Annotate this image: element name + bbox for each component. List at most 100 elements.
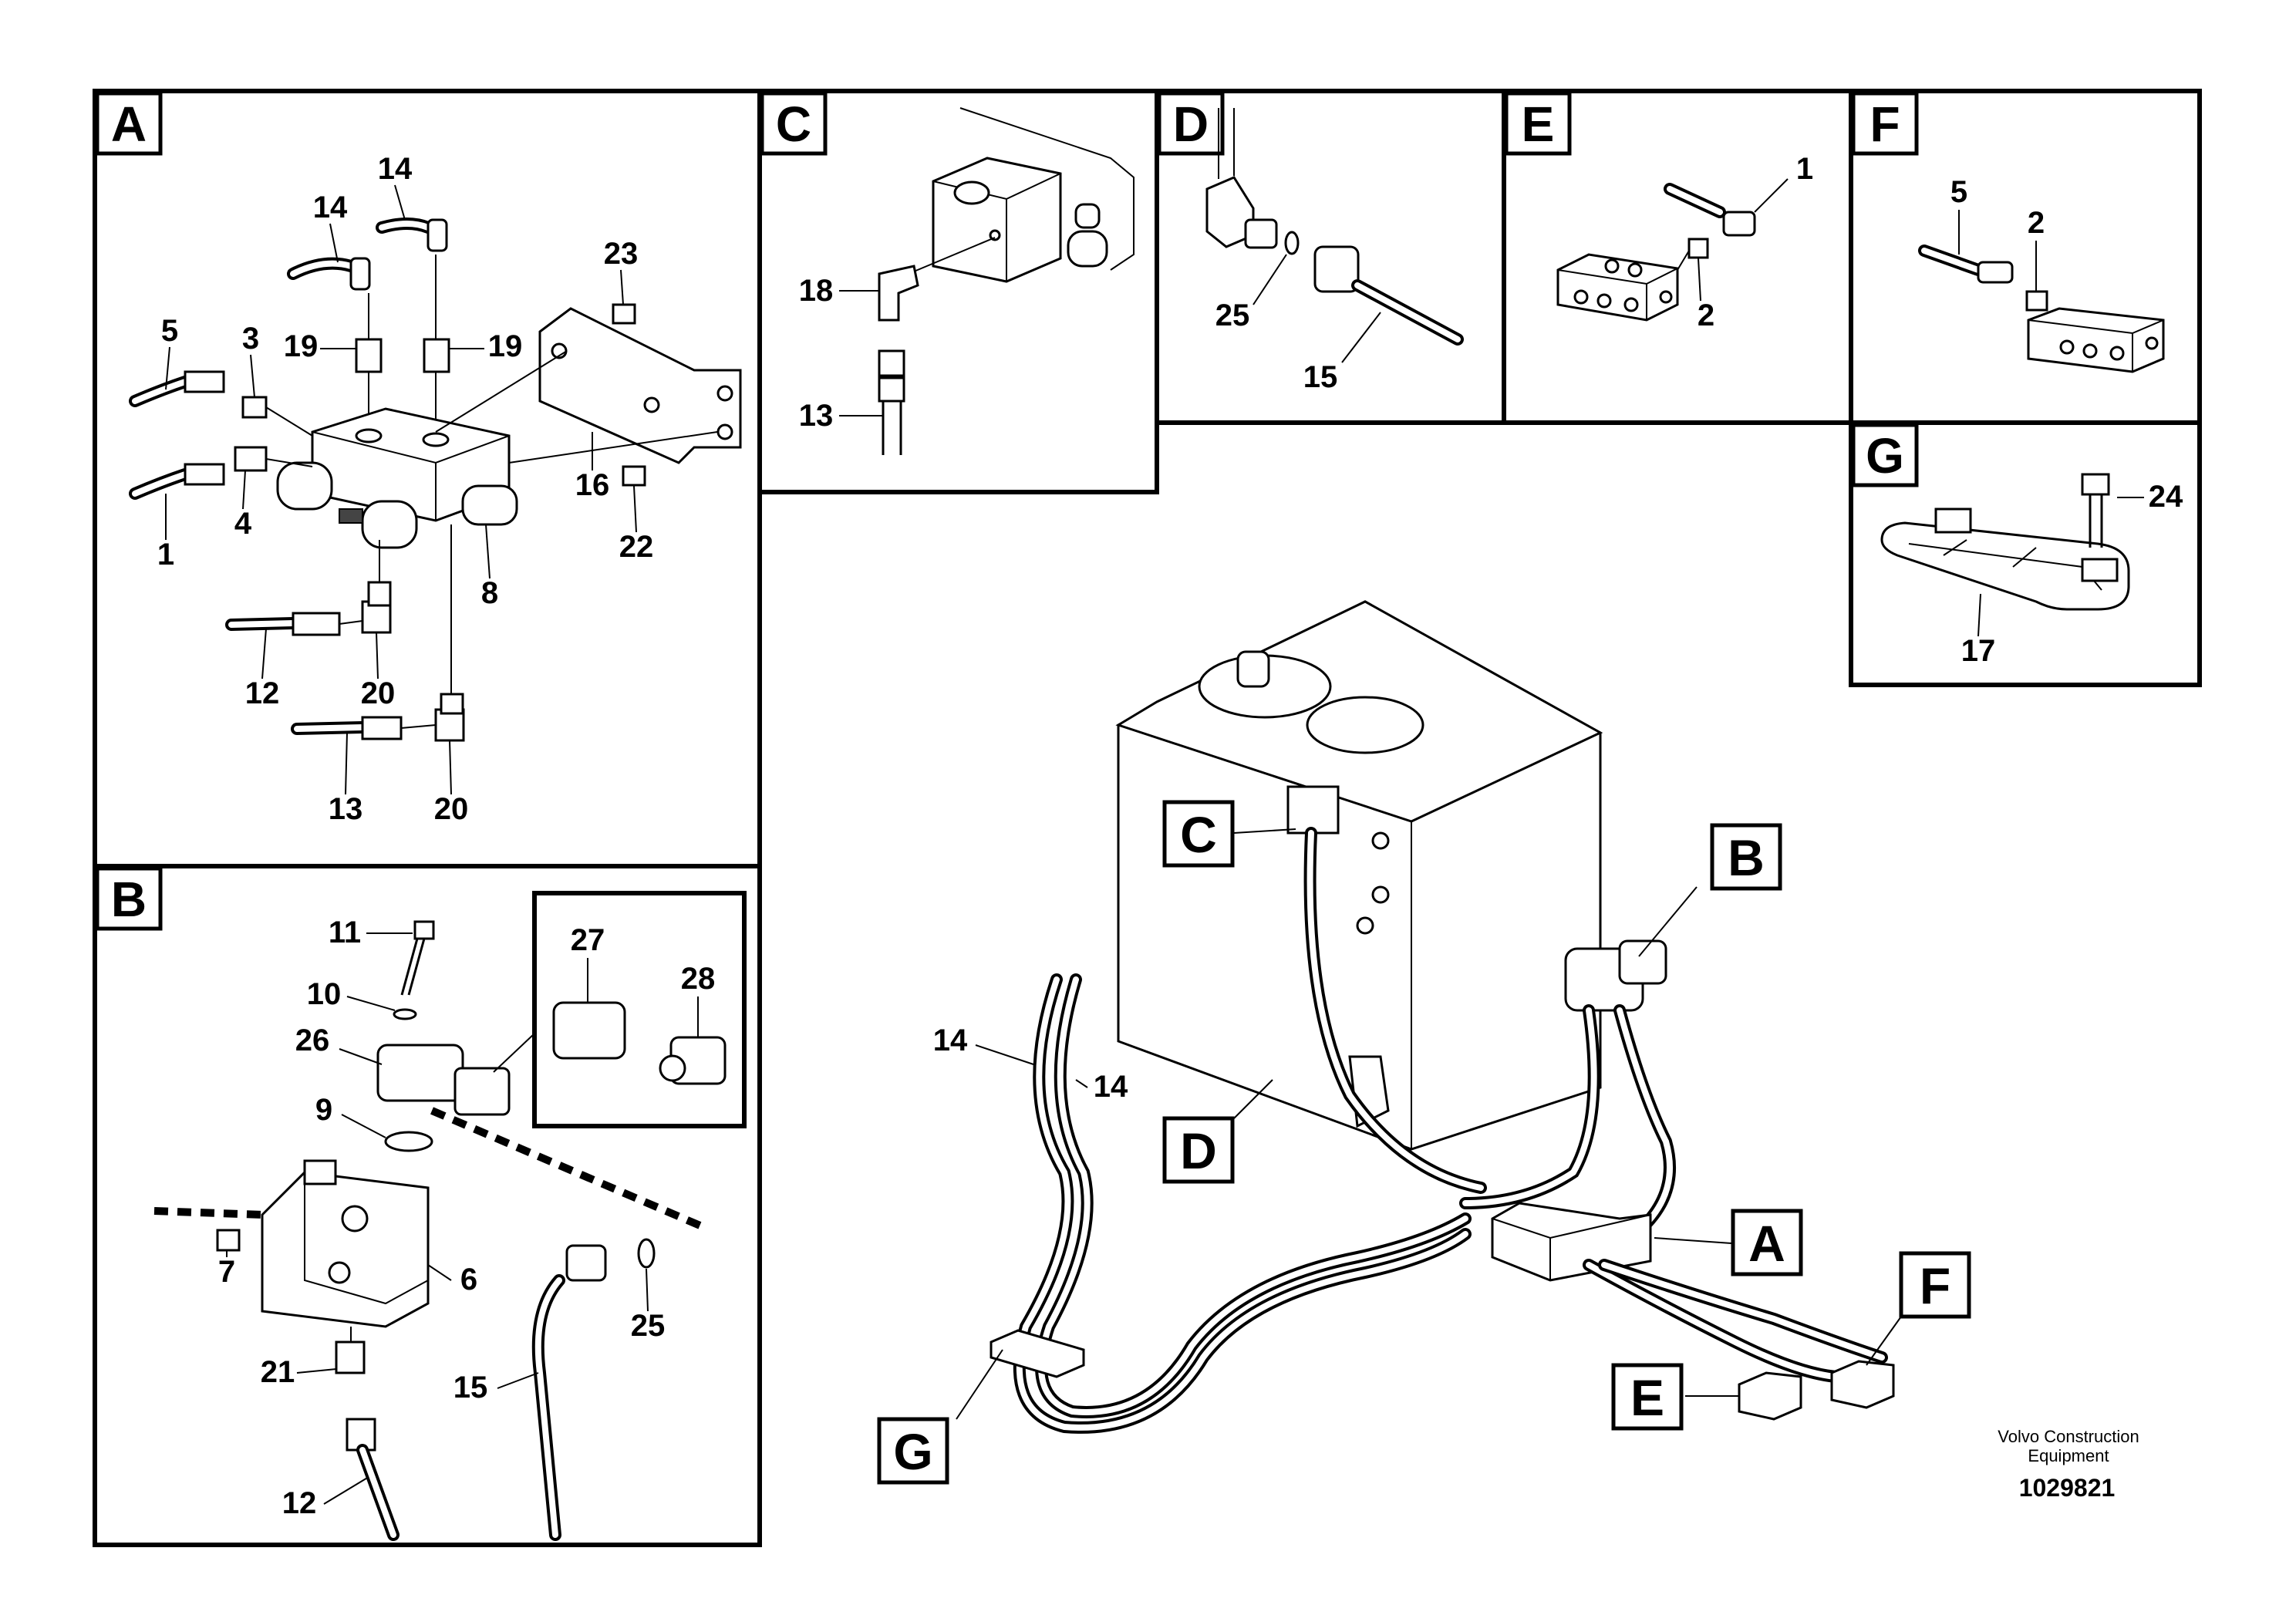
solenoid-26 bbox=[376, 1044, 464, 1102]
o-ring-25 bbox=[637, 1238, 656, 1269]
company-name-line2: Equipment bbox=[2028, 1446, 2109, 1465]
callout-20: 20 bbox=[361, 676, 396, 710]
clamp-block bbox=[2081, 558, 2119, 582]
clamp-g bbox=[990, 1329, 1085, 1378]
bolt-23 bbox=[612, 303, 636, 325]
panel-frames bbox=[93, 89, 2202, 1547]
view-label-g: G bbox=[893, 1423, 932, 1480]
fitting-4 bbox=[234, 446, 268, 472]
adapter bbox=[367, 581, 392, 607]
o-ring-25 bbox=[1284, 231, 1300, 255]
tank-valve bbox=[1286, 785, 1340, 835]
callout-1: 1 bbox=[1796, 152, 1813, 186]
callout-21: 21 bbox=[261, 1355, 295, 1389]
fitting-21 bbox=[335, 1340, 366, 1374]
view-label-c: C bbox=[1180, 806, 1217, 863]
panel-d-letter: D bbox=[1173, 96, 1209, 152]
panel-e-drawing bbox=[1556, 183, 1756, 322]
connector bbox=[453, 1067, 511, 1116]
valve-block bbox=[2027, 307, 2165, 373]
callout-5: 5 bbox=[1950, 175, 1967, 209]
panel-b-drawing bbox=[153, 891, 747, 1541]
callout-19: 19 bbox=[284, 329, 319, 363]
hose-end bbox=[878, 349, 905, 377]
view-label-a: A bbox=[1748, 1215, 1785, 1272]
panel-d-drawing bbox=[1205, 108, 1464, 346]
company-name-line1: Volvo Construction bbox=[1998, 1427, 2139, 1446]
callout-4: 4 bbox=[234, 507, 252, 541]
hose-end bbox=[184, 370, 225, 393]
callout-5: 5 bbox=[161, 314, 178, 348]
hose-end bbox=[184, 463, 225, 486]
hose-end bbox=[361, 716, 403, 740]
callout-9: 9 bbox=[315, 1093, 332, 1127]
inset-frame bbox=[532, 891, 747, 1128]
breather bbox=[1236, 650, 1270, 688]
bracket-16 bbox=[538, 307, 742, 464]
callout-22: 22 bbox=[619, 530, 654, 564]
panel-b-letter: B bbox=[111, 872, 147, 927]
elbow-fitting-18 bbox=[878, 265, 919, 322]
swivel-nut bbox=[1313, 245, 1360, 293]
panel-f-callouts: 5 2 bbox=[1950, 175, 2045, 292]
callout-14: 14 bbox=[313, 191, 348, 224]
panel-c-letter: C bbox=[776, 96, 811, 152]
panel-letter-boxes: A B C D E F G bbox=[95, 91, 1919, 931]
panel-c-callouts: 18 13 bbox=[799, 274, 883, 433]
callout-1: 1 bbox=[157, 538, 174, 572]
view-label-d: D bbox=[1180, 1122, 1217, 1179]
callout-7: 7 bbox=[218, 1255, 235, 1289]
panel-b-callouts: 11 10 26 27 28 9 7 6 25 21 15 12 bbox=[218, 916, 715, 1520]
callout-25: 25 bbox=[631, 1309, 666, 1343]
callout-2: 2 bbox=[2028, 206, 2045, 240]
hose-end bbox=[565, 1244, 607, 1282]
callout-18: 18 bbox=[799, 274, 834, 308]
pump-6 bbox=[261, 1171, 430, 1328]
callout-17: 17 bbox=[1961, 634, 1996, 668]
panel-g-letter: G bbox=[1866, 428, 1904, 484]
callout-14: 14 bbox=[378, 152, 413, 186]
hose-end bbox=[878, 376, 905, 403]
adapter-19 bbox=[423, 338, 450, 373]
panel-g-drawing bbox=[1880, 473, 2130, 611]
view-label-b: B bbox=[1728, 829, 1765, 886]
valve-block bbox=[932, 157, 1062, 283]
callout-13: 13 bbox=[799, 399, 834, 433]
view-labels: C B D A F E G bbox=[877, 800, 1971, 1485]
view-label-e: E bbox=[1630, 1369, 1664, 1426]
callout-12: 12 bbox=[245, 676, 280, 710]
footer: Volvo Construction Equipment 1029821 bbox=[1998, 1427, 2139, 1502]
solenoid bbox=[361, 500, 418, 549]
view-label-f: F bbox=[1920, 1257, 1950, 1314]
elbow-fitting bbox=[426, 218, 448, 252]
panel-b-frame bbox=[93, 864, 762, 1547]
panel-d-callouts: 25 15 bbox=[1215, 254, 1381, 394]
bolt-7 bbox=[216, 1229, 241, 1252]
valve-8 bbox=[461, 484, 518, 526]
adapter-2 bbox=[1687, 238, 1709, 259]
panel-e-callouts: 1 2 bbox=[1698, 152, 1813, 332]
callout-10: 10 bbox=[307, 977, 342, 1011]
panel-g-callouts: 24 17 bbox=[1961, 480, 2183, 668]
callout-20: 20 bbox=[434, 792, 469, 826]
callout-15: 15 bbox=[453, 1371, 488, 1404]
port-plug bbox=[1067, 230, 1108, 268]
callout-13: 13 bbox=[329, 792, 363, 826]
clamp-plate-17 bbox=[1880, 521, 2130, 611]
tank-cover bbox=[1306, 696, 1424, 754]
coil-27 bbox=[552, 1001, 626, 1060]
hose-end bbox=[1722, 211, 1756, 237]
panel-a-letter: A bbox=[111, 96, 147, 152]
panel-f-letter: F bbox=[1870, 96, 1900, 152]
callout-14: 14 bbox=[933, 1023, 968, 1057]
callout-25: 25 bbox=[1215, 298, 1250, 332]
main-view-callouts: 14 14 bbox=[933, 1023, 1128, 1104]
drawing-number: 1029821 bbox=[2019, 1474, 2116, 1502]
panel-a-drawing bbox=[129, 218, 742, 742]
washer-10 bbox=[393, 1008, 417, 1020]
callout-3: 3 bbox=[242, 322, 259, 356]
callout-12: 12 bbox=[282, 1486, 317, 1520]
callout-27: 27 bbox=[571, 923, 605, 957]
hose-end bbox=[292, 612, 341, 636]
